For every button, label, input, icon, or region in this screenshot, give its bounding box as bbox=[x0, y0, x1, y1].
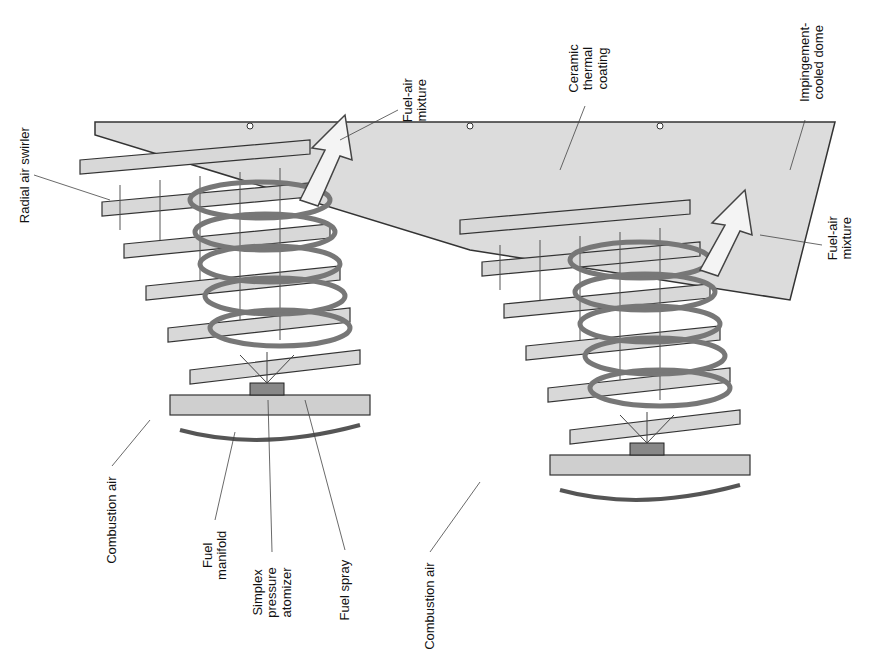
part-label: Combustion air bbox=[105, 470, 119, 570]
part-label: Radial air swirler bbox=[18, 115, 32, 235]
part-label: Fuel-air mixture bbox=[401, 71, 430, 129]
part-label: Fuel spray bbox=[338, 550, 352, 630]
part-label: Ceramic thermal coating bbox=[567, 37, 610, 99]
part-label: Fuel manifold bbox=[201, 526, 230, 584]
part-label: Combustion air bbox=[423, 556, 437, 656]
part-label: Impingement-cooled dome bbox=[798, 20, 827, 104]
part-label: Fuel-air mixture bbox=[826, 209, 855, 267]
part-label: Simplex pressure atomizer bbox=[251, 560, 294, 624]
